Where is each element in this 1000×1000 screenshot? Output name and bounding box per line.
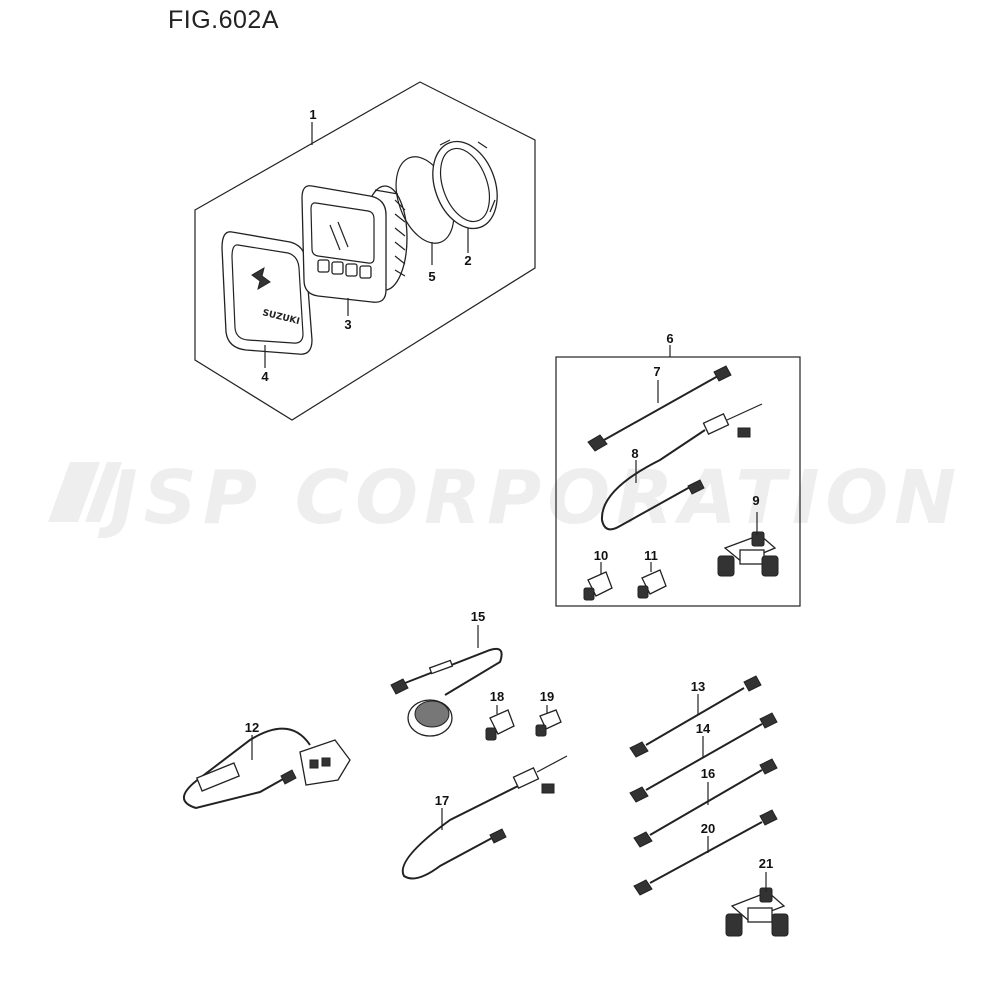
callout-15: 15: [470, 609, 486, 624]
sensor-cable-part-15: [390, 625, 503, 737]
gauge-cover-part-4: SUZUKI: [221, 231, 313, 368]
callout-21: 21: [758, 856, 774, 871]
callout-16: 16: [700, 766, 716, 781]
terminator-part-11: [637, 562, 667, 599]
watermark-text: JSP CORPORATION: [110, 455, 963, 541]
callout-10: 10: [593, 548, 609, 563]
terminator-part-10: [583, 562, 613, 601]
cable-part-16: [633, 758, 778, 848]
callout-6: 6: [666, 331, 674, 346]
callout-17: 17: [434, 793, 450, 808]
cable-part-7: [587, 365, 732, 452]
callout-7: 7: [653, 364, 661, 379]
cable-part-14: [629, 712, 778, 803]
callout-11: 11: [644, 548, 658, 563]
callout-8: 8: [631, 446, 639, 461]
callout-5: 5: [428, 269, 436, 284]
kit-box-6: [555, 356, 801, 607]
callout-2: 2: [464, 253, 472, 268]
tee-connector-part-9: [717, 512, 779, 577]
watermark-logo-mark: [48, 462, 122, 522]
callout-18: 18: [489, 689, 505, 704]
mounting-nut-part-2: [432, 139, 498, 253]
callout-14: 14: [695, 721, 711, 736]
callout-9: 9: [752, 493, 760, 508]
terminator-part-18: [485, 705, 515, 741]
power-cable-part-17: [401, 755, 568, 880]
callout-12: 12: [244, 720, 260, 735]
callout-4: 4: [261, 369, 269, 384]
tee-connector-part-21: [725, 872, 789, 937]
callout-3: 3: [344, 317, 352, 332]
callout-20: 20: [700, 821, 716, 836]
power-cable-part-8: [600, 403, 763, 531]
terminator-part-19: [535, 705, 562, 737]
suzuki-logo-icon: [251, 266, 271, 291]
callout-19: 19: [539, 689, 555, 704]
cable-part-20: [633, 809, 778, 896]
callout-13: 13: [690, 679, 706, 694]
kit-box-1: [194, 81, 536, 421]
callout-1: 1: [309, 107, 317, 122]
junction-cable-part-12: [183, 727, 351, 810]
cable-part-13: [629, 675, 762, 758]
gauge-part-3: [301, 185, 408, 316]
figure-title: FIG.602A: [168, 6, 279, 34]
